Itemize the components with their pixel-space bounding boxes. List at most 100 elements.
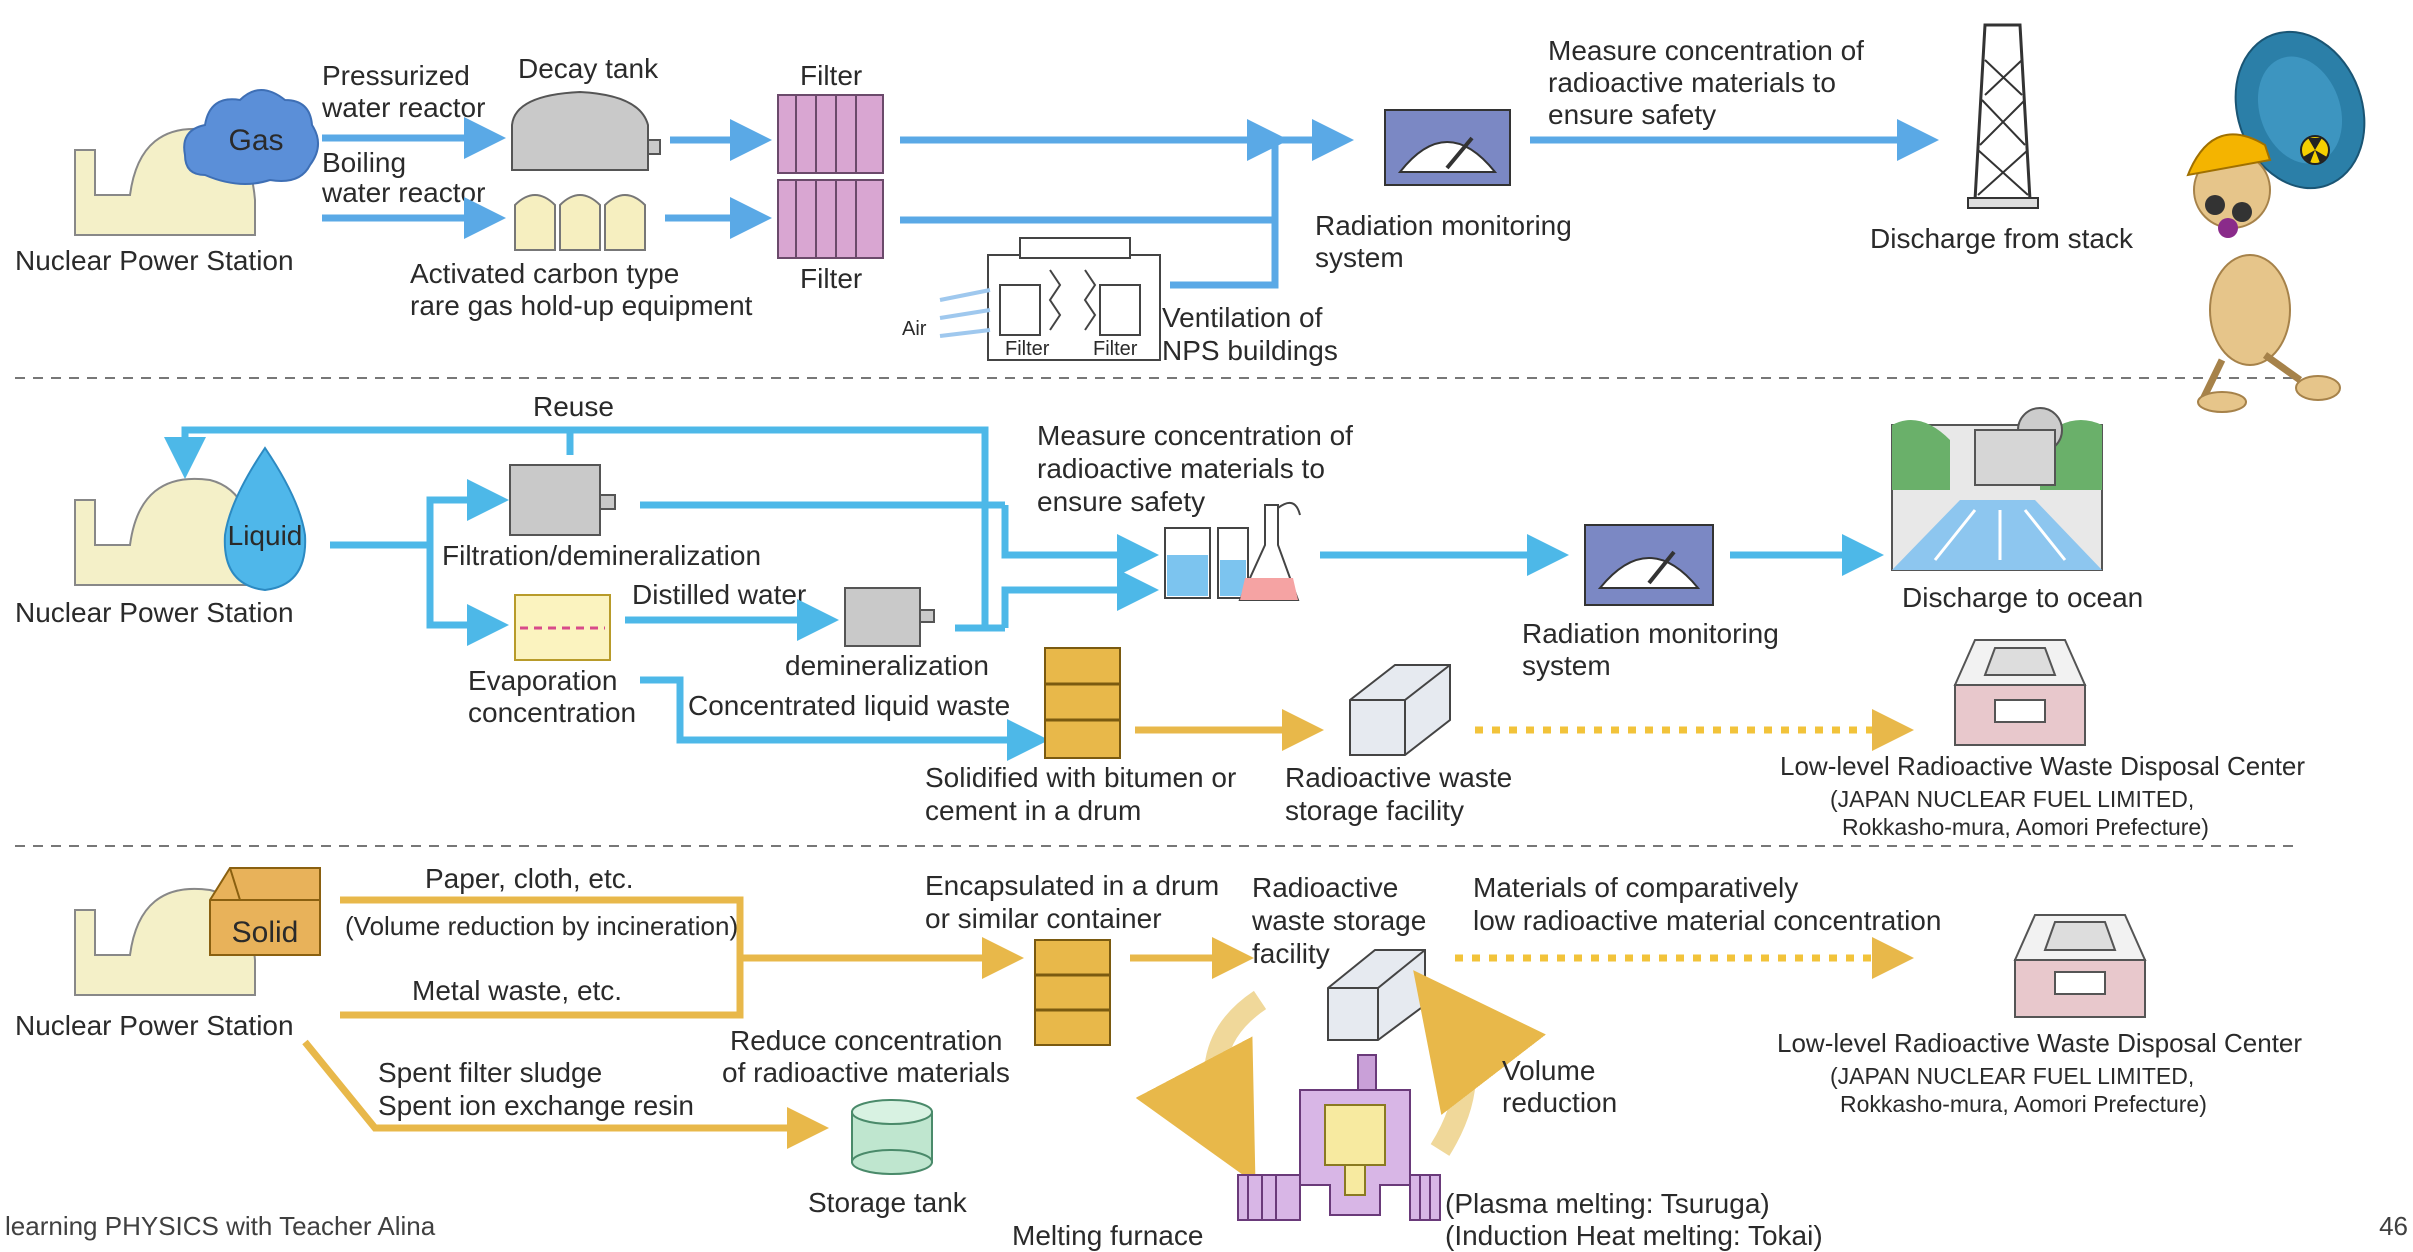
filtration-unit-icon — [509, 464, 616, 536]
liquid-storage-label-1: Radioactive waste — [1285, 762, 1512, 793]
encap-label-1: Encapsulated in a drum — [925, 870, 1219, 901]
liquid-bubble-label: Liquid — [228, 520, 303, 551]
solid-bubble-label: Solid — [232, 916, 299, 949]
activated-carbon-icon — [514, 194, 646, 251]
to-furnace-curved-arrow — [1135, 990, 1267, 1184]
storage-facility-icon-2 — [1327, 949, 1426, 1041]
materials-label-1: Materials of comparatively — [1473, 872, 1798, 903]
metal-label: Metal waste, etc. — [412, 975, 622, 1006]
liquid-storage-label-2: storage facility — [1285, 795, 1464, 826]
liquid-drop-icon — [223, 446, 307, 592]
volume-label-2: reduction — [1502, 1087, 1617, 1118]
solid-station-label: Nuclear Power Station — [15, 1010, 294, 1041]
disposal-center-icon-2 — [2013, 914, 2147, 1018]
liquid-measure-label-1: Measure concentration of — [1037, 420, 1353, 451]
sludge-to-tank-arrow — [302, 1039, 829, 1149]
liquid-measure-label-3: ensure safety — [1037, 486, 1205, 517]
evaporator-icon — [514, 594, 611, 661]
page-number: 46 — [2379, 1211, 2408, 1241]
reduce-label-2: of radioactive materials — [722, 1057, 1010, 1088]
from-furnace-curved-arrow — [1413, 970, 1546, 1156]
evap-label-2: concentration — [468, 697, 636, 728]
gas-cloud-icon — [183, 89, 319, 185]
demineralizer-icon — [844, 587, 935, 647]
gas-station-label: Nuclear Power Station — [15, 245, 294, 276]
vent-label-1: Ventilation of — [1162, 302, 1323, 333]
solid-box-icon — [209, 867, 321, 956]
solid-storage-label-3: facility — [1252, 938, 1330, 969]
to-filtration-arrow — [426, 479, 509, 545]
gas-monitor-label-1: Radiation monitoring — [1315, 210, 1572, 241]
liquid-monitor-label-1: Radiation monitoring — [1522, 618, 1779, 649]
sludge-label-2: Spent ion exchange resin — [378, 1090, 694, 1121]
paper-label: Paper, cloth, etc. — [425, 863, 634, 894]
ocean-label: Discharge to ocean — [1902, 582, 2143, 613]
decay-tank-icon — [511, 90, 661, 171]
bwr-label-1: Boiling — [322, 147, 406, 178]
filter-bottom-label: Filter — [800, 263, 862, 294]
solidified-label-2: cement in a drum — [925, 795, 1141, 826]
solid-storage-label-2: waste storage — [1251, 905, 1426, 936]
solid-center-label-3: Rokkasho-mura, Aomori Prefecture) — [1840, 1091, 2207, 1117]
lab-beakers-icon — [1164, 501, 1301, 601]
filter-top-label: Filter — [800, 60, 862, 91]
disposal-center-icon — [1953, 639, 2087, 746]
bwr-label-2: water reactor — [321, 177, 485, 208]
pwr-label-1: Pressurized — [322, 60, 470, 91]
liquid-measure-label-2: radioactive materials to — [1037, 453, 1325, 484]
radiation-meter-icon — [1384, 109, 1511, 186]
concentrated-arrow — [640, 676, 1049, 761]
radiation-meter-icon-2 — [1584, 524, 1714, 606]
carbon-label-2: rare gas hold-up equipment — [410, 290, 753, 321]
reuse-arrow — [164, 426, 570, 479]
solidified-label-1: Solidified with bitumen or — [925, 762, 1236, 793]
storage-tank-icon — [851, 1099, 933, 1175]
liquid-section: Reuse Liquid Nuclear Power Station Filtr… — [15, 391, 2305, 840]
ventilation-unit-icon — [939, 237, 1161, 361]
filter-bottom-icon — [777, 179, 884, 259]
storage-facility-icon — [1349, 664, 1451, 756]
stack-label: Discharge from stack — [1870, 223, 2134, 254]
concentrated-label: Concentrated liquid waste — [688, 690, 1010, 721]
pwr-label-2: water reactor — [321, 92, 485, 123]
vent-filter-label-1: Filter — [1005, 338, 1050, 360]
liquid-monitor-label-2: system — [1522, 650, 1611, 681]
liquid-center-label-3: Rokkasho-mura, Aomori Prefecture) — [1842, 814, 2209, 840]
solid-storage-label-1: Radioactive — [1252, 872, 1398, 903]
gas-measure-label-1: Measure concentration of — [1548, 35, 1864, 66]
ocean-discharge-icon — [1891, 407, 2103, 571]
worker-mascot-icon — [2186, 30, 2366, 413]
volume-reduction-label: (Volume reduction by incineration) — [345, 911, 738, 941]
encap-label-2: or similar container — [925, 903, 1162, 934]
filtration-label: Filtration/demineralization — [442, 540, 761, 571]
filtration-to-lab-arrow — [1001, 505, 1159, 576]
gas-measure-label-3: ensure safety — [1548, 99, 1716, 130]
furnace-label: Melting furnace — [1012, 1220, 1203, 1251]
volume-label-1: Volume — [1502, 1055, 1595, 1086]
reduce-label-1: Reduce concentration — [730, 1025, 1002, 1056]
vent-to-monitor-arrow — [1170, 119, 1354, 289]
carbon-label-1: Activated carbon type — [410, 258, 679, 289]
drum-icon — [1044, 647, 1121, 759]
demin-to-lab-arrow — [1001, 569, 1159, 628]
sludge-label-1: Spent filter sludge — [378, 1057, 602, 1088]
gas-measure-label-2: radioactive materials to — [1548, 67, 1836, 98]
liquid-station-label: Nuclear Power Station — [15, 597, 294, 628]
solid-center-label-2: (JAPAN NUCLEAR FUEL LIMITED, — [1830, 1063, 2194, 1089]
plasma-label: (Plasma melting: Tsuruga) — [1445, 1188, 1770, 1219]
to-evaporation-arrow — [426, 545, 509, 646]
reuse-line — [566, 426, 989, 628]
melting-furnace-icon — [1237, 1054, 1441, 1221]
induction-label: (Induction Heat melting: Tokai) — [1445, 1220, 1823, 1251]
gas-monitor-label-2: system — [1315, 242, 1404, 273]
footer-credit: learning PHYSICS with Teacher Alina — [5, 1211, 436, 1241]
decay-tank-label: Decay tank — [518, 53, 659, 84]
demin-label: demineralization — [785, 650, 989, 681]
gas-bubble-label: Gas — [228, 124, 283, 157]
distilled-label: Distilled water — [632, 579, 806, 610]
storage-tank-label: Storage tank — [808, 1187, 968, 1218]
solid-section: Solid Nuclear Power Station Paper, cloth… — [15, 863, 2302, 1251]
drum-icon-2 — [1034, 939, 1111, 1046]
stack-tower-icon — [1967, 23, 2039, 209]
